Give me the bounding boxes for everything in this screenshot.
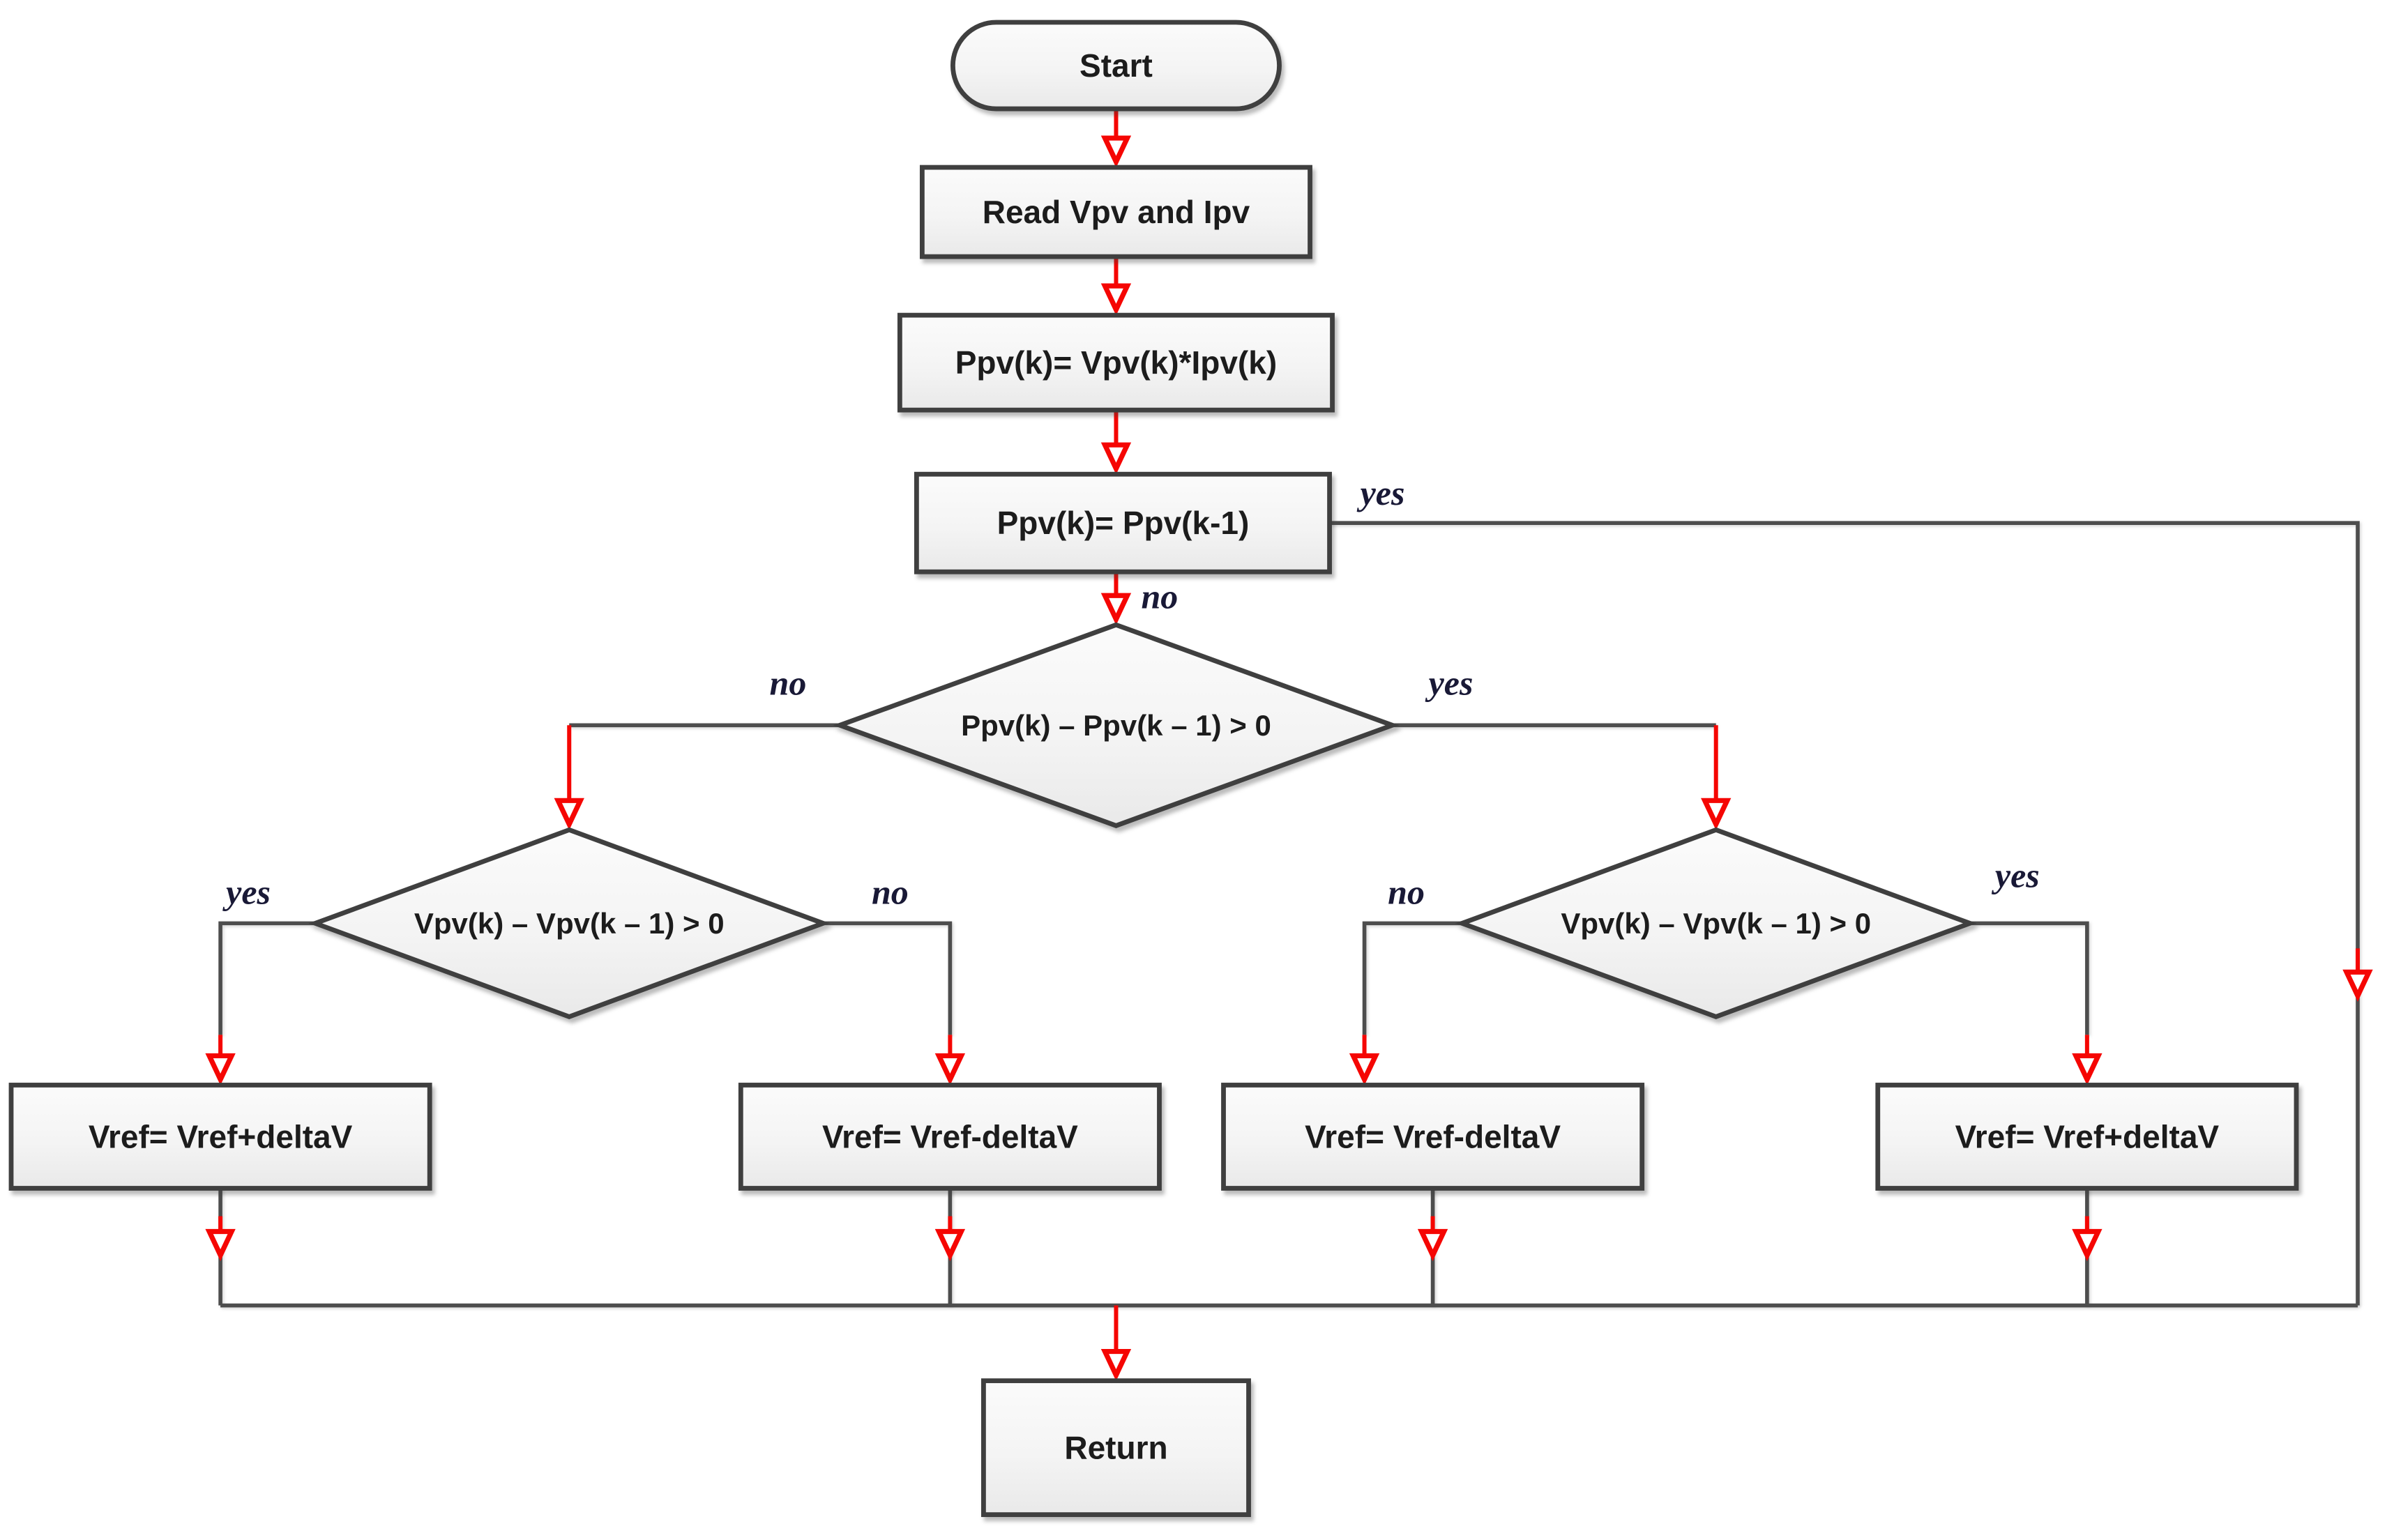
- action4-node: Vref= Vref+deltaV: [1875, 1083, 2299, 1191]
- action1-node: Vref= Vref+deltaV: [8, 1083, 432, 1191]
- read-label: Read Vpv and Ipv: [983, 194, 1250, 230]
- hold-shape: [914, 471, 1332, 574]
- action2-node: Vref= Vref-deltaV: [738, 1083, 1162, 1191]
- edge-hold-yes-feedback: [1329, 521, 2360, 1306]
- left-no-label: no: [872, 872, 909, 911]
- power-decision-label: Ppv(k) – Ppv(k – 1) > 0: [961, 709, 1271, 742]
- edge-left-yes: [218, 921, 316, 1035]
- action4-label: Vref= Vref+deltaV: [1955, 1118, 2220, 1154]
- power-decision-shape: [833, 622, 1400, 828]
- start-shape: [950, 20, 1282, 112]
- voltage-decision-left-shape: [308, 827, 831, 1020]
- right-no-label: no: [1388, 872, 1425, 911]
- calc-shape: [897, 312, 1335, 413]
- return-shape: [981, 1378, 1251, 1518]
- action3-shape: [1221, 1083, 1645, 1191]
- power-yes-label: yes: [1425, 663, 1473, 702]
- hold-yes-label: yes: [1357, 473, 1405, 512]
- edge-left-no: [823, 921, 953, 1035]
- edge-right-no: [1362, 921, 1462, 1035]
- hold-no-label: no: [1141, 577, 1178, 616]
- hold-node: Ppv(k)= Ppv(k-1): [914, 471, 1332, 574]
- read-node: Read Vpv and Ipv: [919, 165, 1312, 259]
- left-yes-label: yes: [222, 872, 271, 911]
- right-yes-label: yes: [1992, 855, 2040, 894]
- voltage-decision-right-node: Vpv(k) – Vpv(k – 1) > 0: [1455, 827, 1977, 1020]
- action4-shape: [1875, 1083, 2299, 1191]
- action1-label: Vref= Vref+deltaV: [89, 1118, 353, 1154]
- power-decision-node: Ppv(k) – Ppv(k – 1) > 0: [833, 622, 1400, 828]
- voltage-decision-left-node: Vpv(k) – Vpv(k – 1) > 0: [308, 827, 831, 1020]
- read-shape: [919, 165, 1312, 259]
- start-node: Start: [950, 20, 1282, 112]
- voltage-decision-left-label: Vpv(k) – Vpv(k – 1) > 0: [414, 907, 725, 940]
- action2-shape: [738, 1083, 1162, 1191]
- return-node: Return: [981, 1378, 1251, 1518]
- return-label: Return: [1064, 1430, 1167, 1466]
- calc-node: Ppv(k)= Vpv(k)*Ipv(k): [897, 312, 1335, 413]
- action2-label: Vref= Vref-deltaV: [822, 1118, 1078, 1154]
- voltage-decision-right-label: Vpv(k) – Vpv(k – 1) > 0: [1561, 907, 1871, 940]
- action3-label: Vref= Vref-deltaV: [1305, 1118, 1561, 1154]
- hold-label: Ppv(k)= Ppv(k-1): [997, 505, 1250, 541]
- power-no-label: no: [770, 663, 807, 702]
- action1-shape: [8, 1083, 432, 1191]
- edge-right-yes: [1969, 921, 2089, 1035]
- calc-label: Ppv(k)= Vpv(k)*Ipv(k): [955, 344, 1277, 381]
- action3-node: Vref= Vref-deltaV: [1221, 1083, 1645, 1191]
- voltage-decision-right-shape: [1455, 827, 1977, 1020]
- start-label: Start: [1079, 47, 1153, 84]
